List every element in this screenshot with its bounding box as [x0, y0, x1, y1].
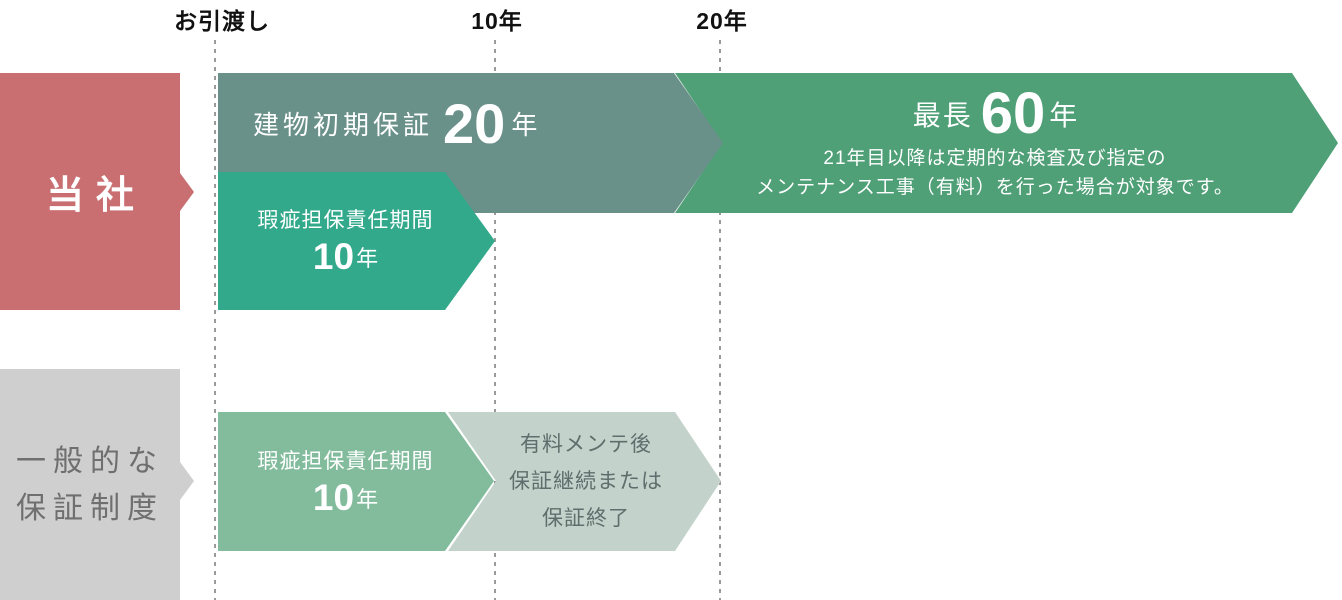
max-warranty-note-line1: 21年目以降は定期的な検査及び指定の — [823, 148, 1167, 169]
timeline-line-20y — [719, 40, 721, 600]
paid-maintenance-line2: 保証継続または — [509, 470, 663, 493]
paid-maintenance-line3: 保証終了 — [542, 507, 630, 530]
defect-liability-company-duration: 10 年 — [313, 236, 378, 278]
max-warranty-arrow — [675, 73, 1338, 213]
defect-liability-company-value: 10 — [312, 236, 355, 277]
timeline-line-10y — [494, 40, 496, 600]
timeline-line-handover — [214, 40, 216, 600]
defect-liability-general-arrow — [218, 412, 494, 551]
defect-liability-general-title: 瑕疵担保責任期間 — [257, 449, 434, 473]
general-row-box: 一般的な 保証制度 — [0, 369, 180, 600]
max-warranty-value: 60 — [980, 81, 1046, 146]
defect-liability-company-title: 瑕疵担保責任期間 — [257, 209, 434, 232]
initial-warranty-text: 建物初期保証 20 年 — [253, 73, 537, 173]
max-warranty-note-line2: メンテナンス工事（有料）を行った場合が対象です。 — [756, 177, 1234, 198]
max-warranty-unit: 年 — [1049, 100, 1078, 131]
max-warranty-prefix: 最長 — [912, 100, 973, 131]
initial-warranty-unit: 年 — [511, 109, 538, 140]
max-warranty-text: 最長 60 年 21年目以降は定期的な検査及び指定の メンテナンス工事（有料）を… — [675, 73, 1315, 213]
paid-maintenance-text: 有料メンテ後 保証継続または 保証終了 — [470, 412, 702, 551]
defect-liability-general-text: 瑕疵担保責任期間 10 年 — [218, 412, 473, 551]
defect-liability-general-duration: 10 年 — [313, 477, 378, 519]
paid-maintenance-line1: 有料メンテ後 — [520, 433, 652, 456]
defect-liability-general-value: 10 — [312, 476, 355, 518]
general-row-label-line1: 一般的な — [16, 444, 164, 478]
defect-liability-company-arrow — [218, 172, 495, 310]
tick-label-10y: 10年 — [471, 8, 523, 34]
defect-liability-general-unit: 年 — [356, 486, 379, 512]
general-row-pointer — [180, 462, 194, 500]
max-warranty-headline: 最長 60 年 — [913, 85, 1078, 143]
general-row-label: 一般的な 保証制度 — [0, 369, 180, 600]
defect-liability-company-text: 瑕疵担保責任期間 10 年 — [218, 172, 473, 310]
tick-label-20y: 20年 — [696, 8, 748, 34]
tick-label-handover: お引渡し — [174, 8, 270, 34]
company-row-box: 当社 — [0, 73, 180, 310]
company-row-label: 当社 — [45, 175, 146, 217]
company-row-pointer — [180, 173, 194, 211]
defect-liability-company-unit: 年 — [356, 246, 379, 271]
initial-warranty-value: 20 — [443, 91, 506, 155]
general-row-label-line2: 保証制度 — [16, 491, 164, 525]
initial-warranty-prefix: 建物初期保証 — [253, 109, 434, 140]
